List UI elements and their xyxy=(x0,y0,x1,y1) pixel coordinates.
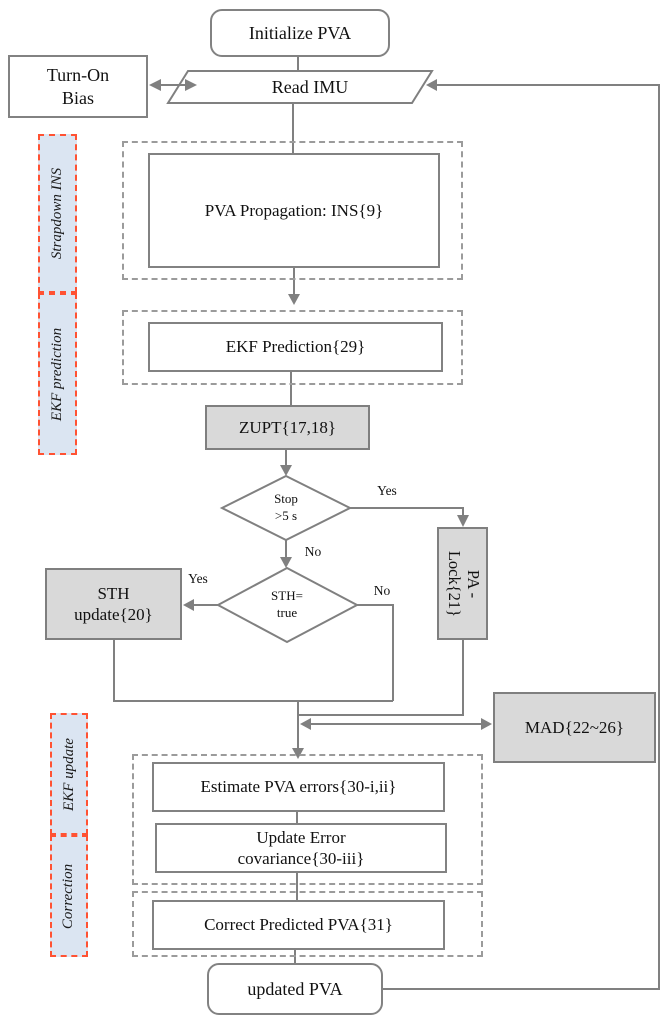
node-updated-pva: updated PVA xyxy=(207,963,383,1015)
node-read-imu: Read IMU xyxy=(271,76,349,97)
node-initialize-pva: Initialize PVA xyxy=(210,9,390,57)
edge-feedback-updatedpva-to-readimu xyxy=(383,84,660,990)
edge-sth-no-branch xyxy=(357,604,394,701)
stage-label-ekf-prediction: EKF prediction xyxy=(38,293,77,455)
node-pa-lock: PA - Lock{21} xyxy=(437,527,488,640)
node-sth-decision: STH= true xyxy=(271,588,303,620)
group-ekf-update xyxy=(132,754,483,885)
edge-label-stop-yes: Yes xyxy=(377,483,397,498)
node-zupt: ZUPT{17,18} xyxy=(205,405,370,450)
group-ekf-prediction xyxy=(122,310,463,385)
arrowheads xyxy=(149,79,492,759)
stage-label-strapdown-ins: Strapdown INS xyxy=(38,134,77,293)
node-sth-update: STH update{20} xyxy=(45,568,182,640)
node-stop-decision: Stop >5 s xyxy=(274,491,298,523)
edge-label-sth-yes: Yes xyxy=(188,571,208,586)
node-correct-pva: Correct Predicted PVA{31} xyxy=(152,900,445,950)
stage-label-ekf-update: EKF update xyxy=(50,713,88,835)
edge-stop-yes-to-palock xyxy=(350,507,464,516)
node-pva-propagation: PVA Propagation: INS{9} xyxy=(148,153,440,268)
group-correction xyxy=(132,891,483,957)
node-label: Initialize PVA xyxy=(248,22,352,43)
read-imu-parallelogram xyxy=(166,70,434,104)
edge-palock-merge xyxy=(298,640,464,716)
node-turn-on-bias: Turn-On Bias xyxy=(8,55,148,118)
node-ekf-prediction: EKF Prediction{29} xyxy=(148,322,443,372)
sth-decision-diamond xyxy=(215,566,360,644)
node-mad: MAD{22~26} xyxy=(493,692,656,763)
stage-label-correction: Correction xyxy=(50,835,88,957)
node-update-covariance: Update Error covariance{30-iii} xyxy=(155,823,447,873)
edge-sthupdate-merge xyxy=(113,640,393,702)
edge-label-stop-no: No xyxy=(304,544,322,559)
edge-label-sth-no: No xyxy=(373,583,391,598)
node-estimate-errors: Estimate PVA errors{30-i,ii} xyxy=(152,762,445,812)
group-strapdown-ins xyxy=(122,141,463,280)
